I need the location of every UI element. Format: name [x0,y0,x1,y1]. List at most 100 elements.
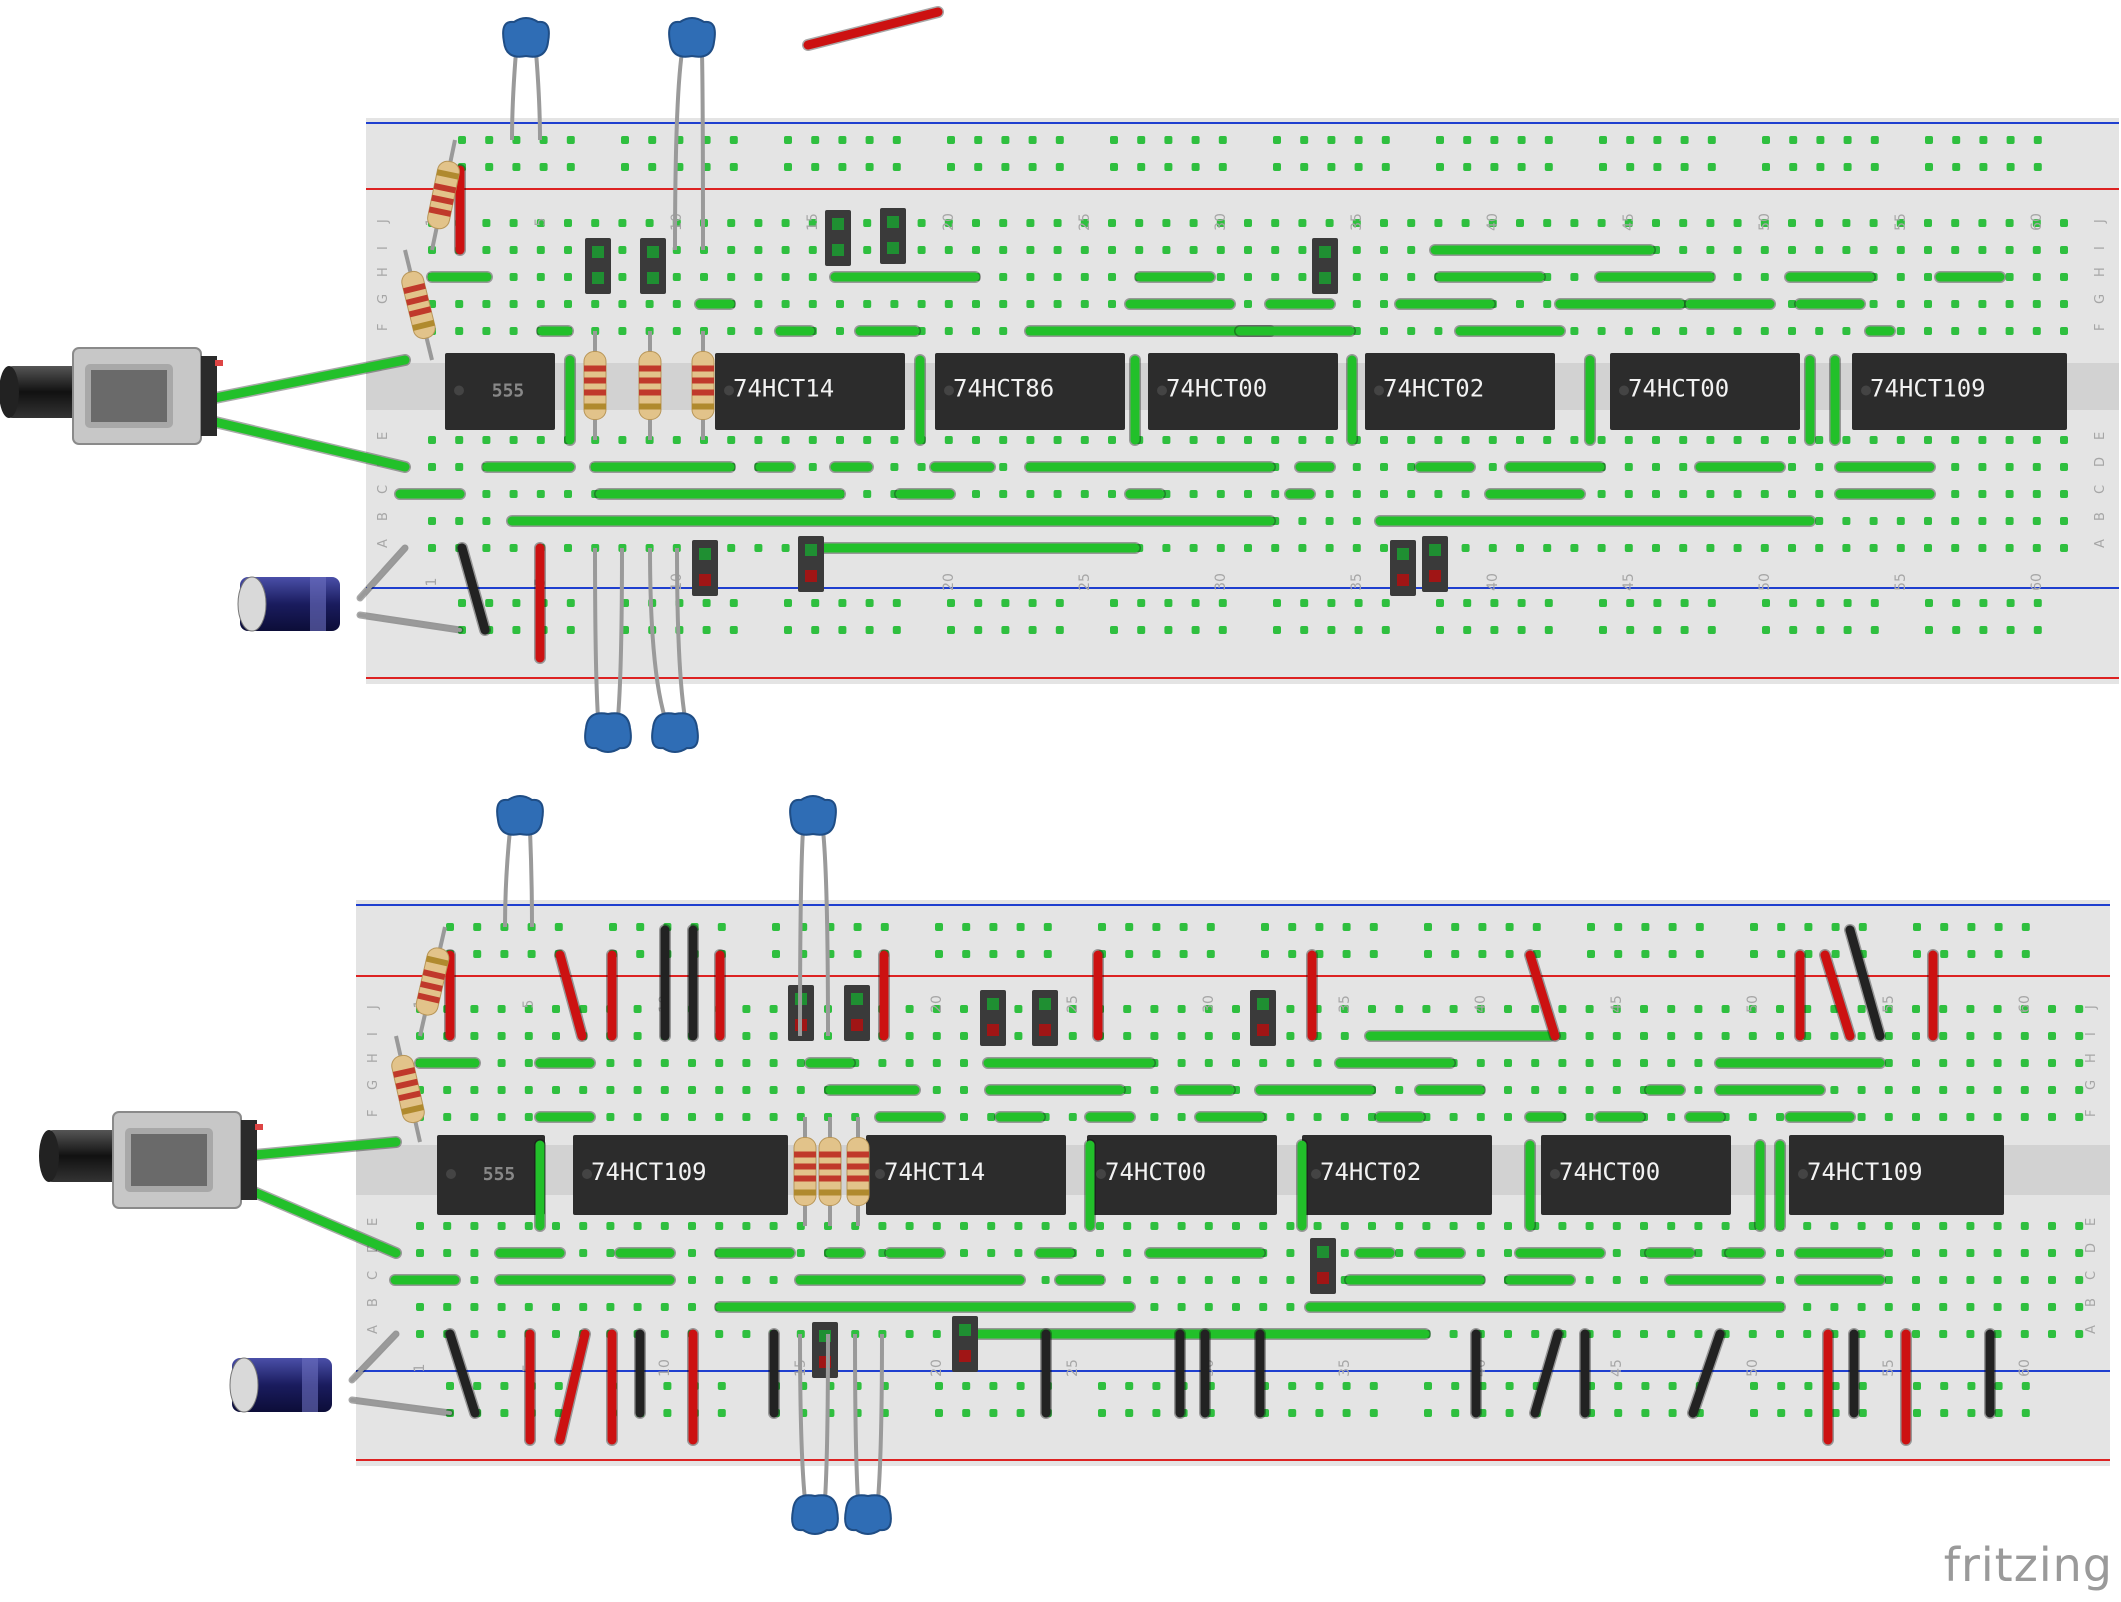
breadboard-hole [1869,544,1878,552]
breadboard-hole [1624,219,1633,227]
breadboard-hole [905,1032,914,1040]
breadboard-hole [564,273,572,281]
power-rail-hole [1599,599,1607,607]
capacitor-lead [700,51,705,251]
resistor-band [794,1163,816,1170]
breadboard-hole [1123,1222,1132,1230]
capacitor-lead [876,1333,884,1501]
breadboard-hole [1298,246,1307,254]
led-header [1312,238,1338,294]
ic-body [1789,1135,2004,1215]
breadboard-hole [2020,1249,2029,1257]
power-rail-hole [962,1382,971,1390]
breadboard-hole [2075,1005,2084,1013]
power-rail-hole [1626,163,1635,171]
breadboard-hole [905,1222,914,1230]
breadboard-hole [579,1222,588,1230]
breadboard-hole [1939,1032,1948,1040]
power-rail-hole [1381,136,1390,144]
power-rail-hole [784,163,792,171]
breadboard-hole [1570,327,1579,335]
power-rail-hole [1614,1382,1623,1390]
breadboard-hole [1842,219,1851,227]
breadboard-hole [1951,463,1960,471]
power-rail-hole [1342,923,1351,931]
breadboard-hole [1912,1059,1920,1067]
power-rail-hole [1137,136,1146,144]
breadboard-hole [564,300,572,308]
breadboard-hole [1760,490,1769,498]
breadboard-hole [1108,436,1116,444]
breadboard-hole [1123,1249,1132,1257]
power-rail-hole [811,136,820,144]
breadboard-hole [796,1059,805,1067]
breadboard-hole [579,1005,588,1013]
power-rail-hole [512,626,521,634]
breadboard-hole [727,436,736,444]
breadboard-hole [1706,544,1715,552]
resistor [818,1117,842,1226]
breadboard-hole [1721,1032,1730,1040]
power-rail-hole [1626,599,1635,607]
power-rail-hole [853,923,862,931]
breadboard-hole [1380,436,1388,444]
power-rail-hole [1626,626,1635,634]
led-header [812,1322,838,1378]
row-label: G [2093,294,2108,304]
breadboard-hole [781,300,790,308]
breadboard-hole [742,1113,751,1121]
ceramic-capacitor [648,547,699,753]
power-rail-hole [1288,923,1297,931]
breadboard-hole [497,1086,506,1094]
power-rail-hole [1843,599,1852,607]
breadboard-hole [2032,436,2041,444]
ic-chip: 74HCT86 [935,353,1125,430]
power-rail-hole [1451,923,1460,931]
breadboard-hole [1912,1113,1920,1121]
breadboard-hole [1912,1330,1920,1338]
power-rail-hole [1137,626,1146,634]
breadboard-hole [1896,517,1905,525]
resistor-band [433,182,457,194]
power-rail-hole [1952,136,1961,144]
power-rail-hole [1315,950,1324,958]
power-rail-hole [1152,1409,1161,1417]
led-header-body [825,210,851,266]
breadboard-hole [1053,436,1062,444]
power-rail-hole [1125,1382,1134,1390]
power-rail-hole [1354,136,1363,144]
breadboard-hole [1352,246,1361,254]
resistor-band [584,377,606,384]
breadboard-hole [1352,490,1361,498]
power-rail-hole [1913,1409,1921,1417]
breadboard-hole [1014,1032,1023,1040]
ic-body [445,353,555,430]
breadboard-hole [633,1005,642,1013]
breadboard-hole [1204,1059,1213,1067]
breadboard-hole [1733,219,1742,227]
power-rail-hole [1707,599,1716,607]
power-rail-hole [1098,1382,1106,1390]
power-rail-hole [1816,163,1825,171]
breadboard-hole [1788,300,1796,308]
breadboard-hole [1830,1222,1839,1230]
breadboard-hole [1706,327,1715,335]
power-rail-hole [1436,626,1444,634]
breadboard-hole [1966,1113,1975,1121]
power-rail-hole [892,626,901,634]
breadboard-hole [1558,1005,1567,1013]
capacitor-lead [821,829,830,1037]
breadboard-hole [742,1005,751,1013]
power-rail-hole [1424,950,1432,958]
column-number: 20 [941,573,957,591]
breadboard-hole [1667,1222,1676,1230]
jumper-wire-black [445,1329,480,1418]
power-rail-hole [1288,1382,1297,1390]
breadboard-hole [482,246,491,254]
power-rail-hole [974,136,983,144]
power-rail-hole [1381,599,1390,607]
breadboard-hole [618,300,627,308]
row-label: E [366,1218,381,1226]
row-label: G [2084,1080,2099,1090]
led-header-pin [887,216,899,228]
